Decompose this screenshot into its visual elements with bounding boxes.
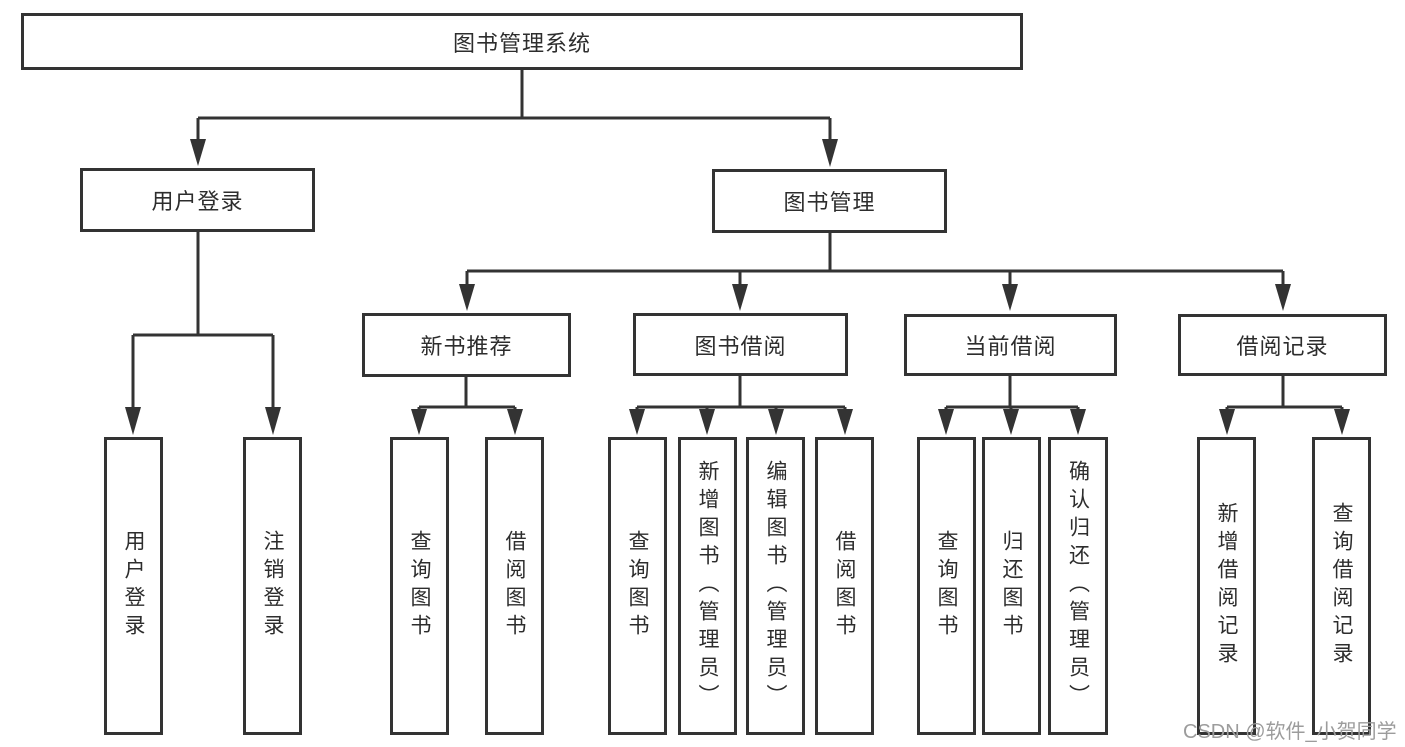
- leaf-user-login-label: 用户登录: [122, 530, 145, 642]
- leaf-logout: 注销登录: [243, 437, 302, 735]
- node-user-login-label: 用户登录: [151, 189, 244, 214]
- node-new-book-recommend-label: 新书推荐: [420, 334, 513, 359]
- leaf-current-return-book-label: 归还图书: [1000, 530, 1023, 642]
- leaf-user-login: 用户登录: [104, 437, 163, 735]
- node-current-borrow-label: 当前借阅: [964, 334, 1057, 359]
- connector-login-to-leaves: [125, 232, 281, 435]
- node-book-borrow-label: 图书借阅: [694, 333, 787, 359]
- leaf-logout-label: 注销登录: [261, 530, 284, 642]
- connector-borrow-to-leaves: [629, 375, 853, 435]
- leaf-recommend-borrow-book: 借阅图书: [485, 437, 544, 735]
- csdn-watermark: CSDN @软件_小贺同学: [1183, 721, 1397, 743]
- node-borrow-records: 借阅记录: [1178, 314, 1387, 376]
- node-borrow-records-label: 借阅记录: [1236, 334, 1329, 359]
- connector-root-to-level2: [190, 70, 838, 167]
- leaf-borrow-borrow-book: 借阅图书: [815, 437, 874, 735]
- leaf-borrow-query-book-label: 查询图书: [626, 530, 649, 642]
- leaf-recommend-borrow-book-label: 借阅图书: [503, 530, 526, 642]
- node-user-login: 用户登录: [80, 168, 315, 232]
- node-root: 图书管理系统: [21, 13, 1023, 70]
- connector-current-to-leaves: [938, 375, 1086, 435]
- leaf-borrow-add-book-admin: 新增图书（管理员）: [678, 437, 737, 735]
- leaf-current-confirm-return-admin-label: 确认归还（管理员）: [1066, 460, 1090, 712]
- leaf-records-add-record-label: 新增借阅记录: [1215, 502, 1238, 670]
- node-root-label: 图书管理系统: [452, 30, 591, 56]
- leaf-current-confirm-return-admin: 确认归还（管理员）: [1048, 437, 1108, 735]
- leaf-current-return-book: 归还图书: [982, 437, 1041, 735]
- leaf-records-query-record: 查询借阅记录: [1312, 437, 1371, 735]
- leaf-borrow-edit-book-admin-label: 编辑图书（管理员）: [764, 460, 787, 712]
- leaf-recommend-query-book: 查询图书: [390, 437, 449, 735]
- connector-recommend-to-leaves: [411, 376, 523, 435]
- node-book-borrow: 图书借阅: [633, 313, 848, 376]
- leaf-current-query-book: 查询图书: [917, 437, 976, 735]
- node-book-management-label: 图书管理: [783, 190, 876, 215]
- leaf-borrow-add-book-admin-label: 新增图书（管理员）: [696, 460, 719, 712]
- connector-mgmt-to-level3: [459, 233, 1291, 311]
- leaf-recommend-query-book-label: 查询图书: [408, 530, 431, 642]
- node-new-book-recommend: 新书推荐: [362, 313, 571, 377]
- leaf-borrow-borrow-book-label: 借阅图书: [833, 530, 856, 642]
- node-current-borrow: 当前借阅: [904, 314, 1117, 376]
- leaf-borrow-query-book: 查询图书: [608, 437, 667, 735]
- leaf-borrow-edit-book-admin: 编辑图书（管理员）: [746, 437, 805, 735]
- leaf-records-query-record-label: 查询借阅记录: [1330, 502, 1353, 670]
- leaf-current-query-book-label: 查询图书: [935, 530, 958, 642]
- leaf-records-add-record: 新增借阅记录: [1197, 437, 1256, 735]
- node-book-management: 图书管理: [712, 169, 947, 233]
- connector-records-to-leaves: [1219, 375, 1350, 435]
